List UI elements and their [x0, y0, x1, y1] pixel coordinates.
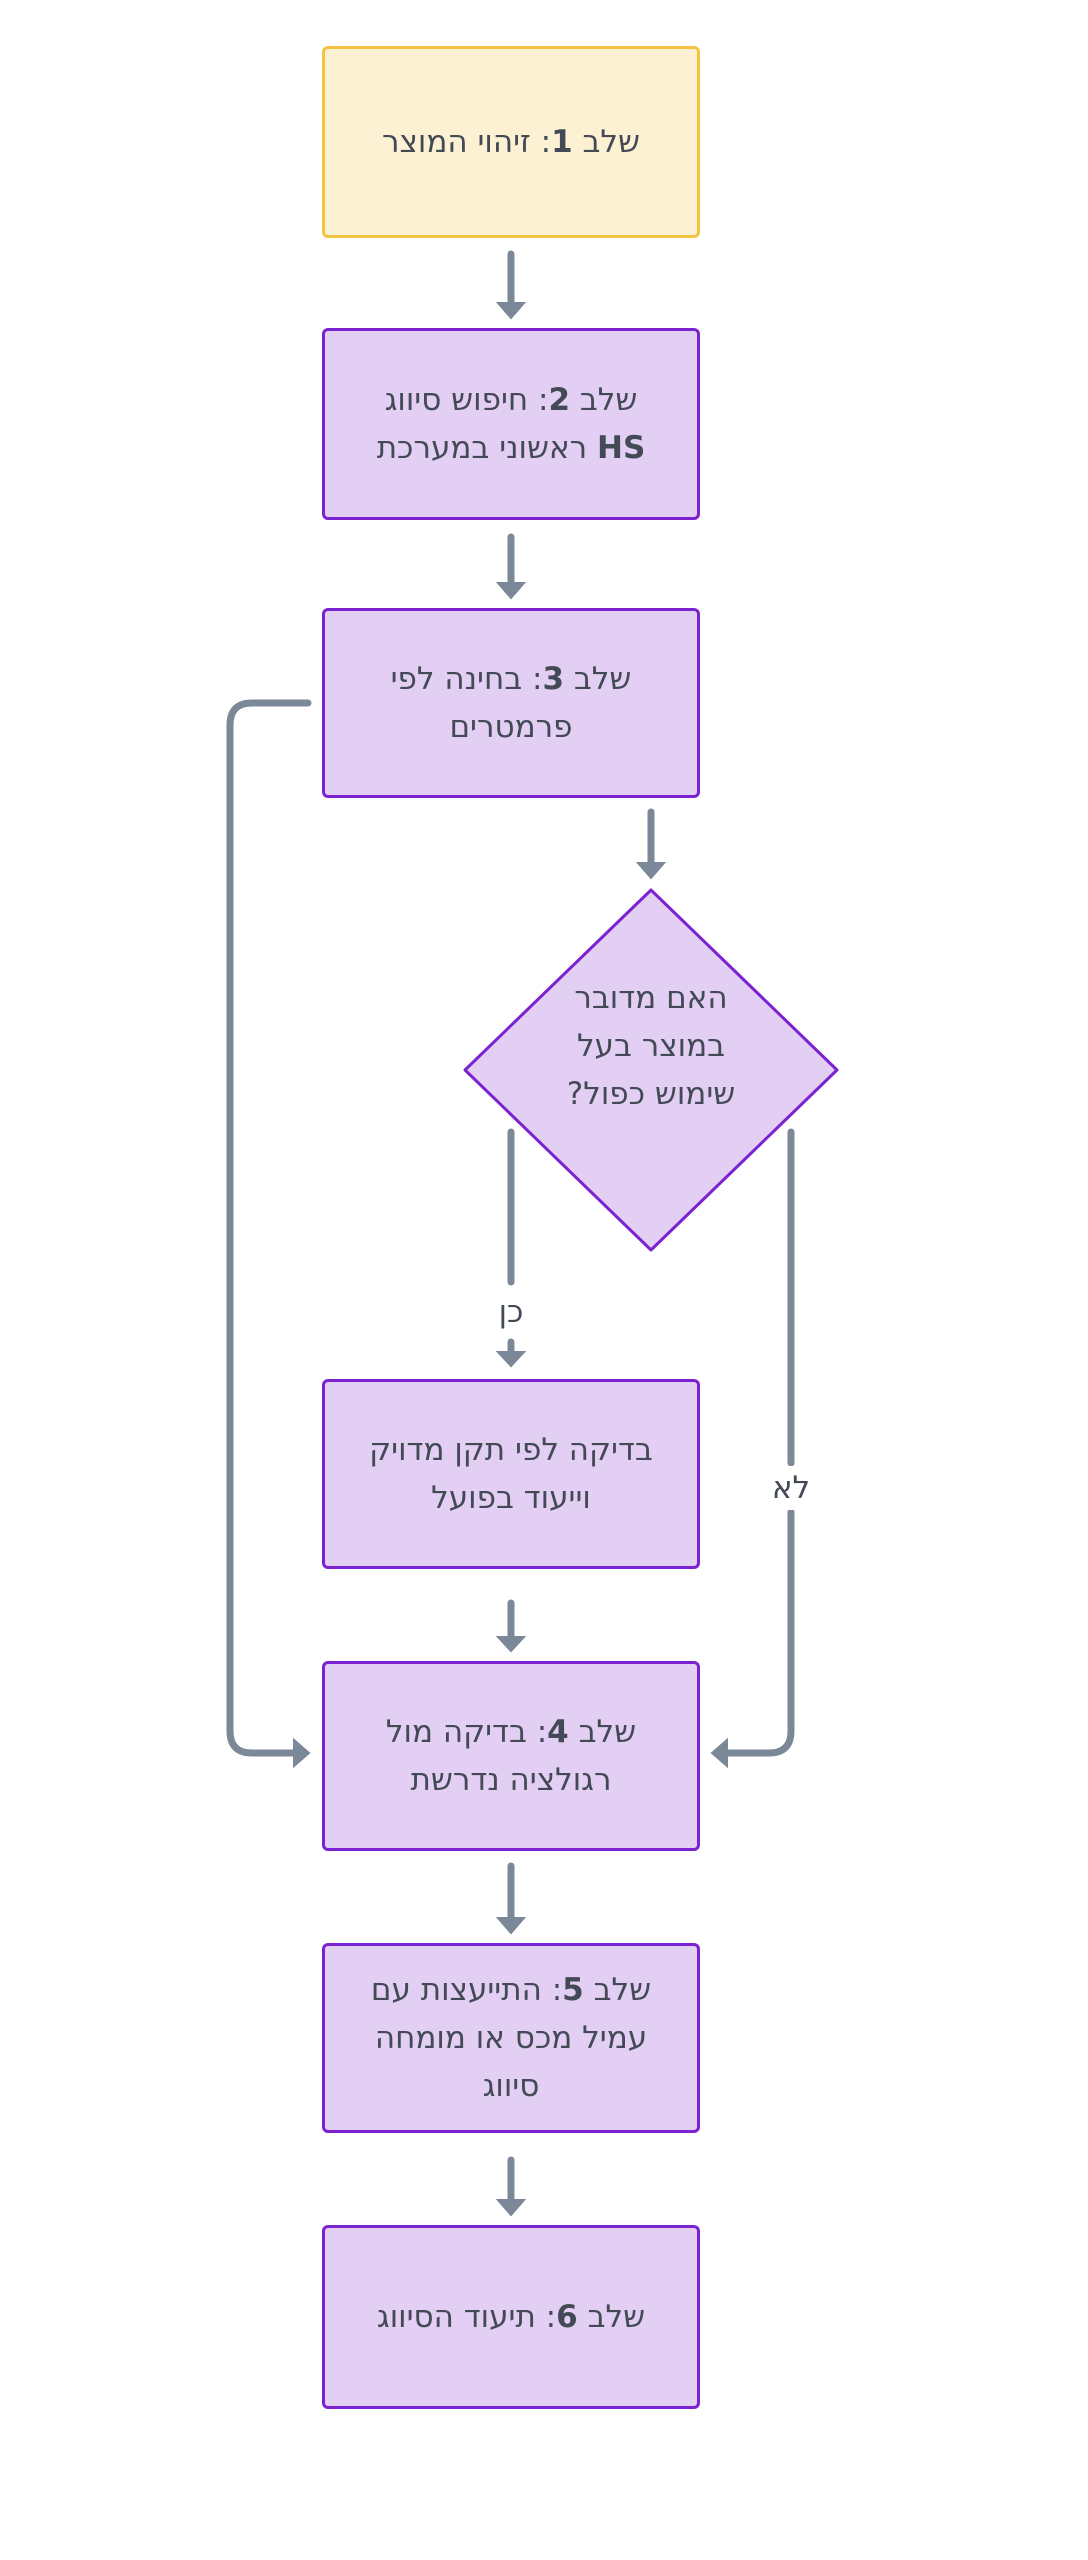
- node-step-4: שלב 4: בדיקה מול רגולציה נדרשת: [322, 1661, 700, 1851]
- arrowhead-s2-s3: [495, 582, 527, 600]
- node-step-3-text: שלב 3: בחינה לפי פרמטרים: [390, 661, 632, 745]
- decision-q1-text: האם מדובר במוצר בעל שימוש כפול?: [566, 980, 736, 1112]
- node-yes-check-text: בדיקה לפי תקן מדויק וייעוד בפועל: [369, 1432, 653, 1516]
- edge-label-yes: כן: [491, 1290, 531, 1334]
- arrowhead-y1-s4: [495, 1636, 527, 1653]
- node-step-1: שלב 1: זיהוי המוצר: [322, 46, 700, 238]
- arrowhead-q1-s4: [710, 1737, 728, 1769]
- node-step-6: שלב 6: תיעוד הסיווג: [322, 2225, 700, 2409]
- node-step-1-text: שלב 1: זיהוי המוצר: [381, 124, 641, 160]
- edge-q1-s4-lower: [721, 1508, 795, 1757]
- node-step-2: שלב 2: חיפוש סיווג HS ראשוני במערכת: [322, 328, 700, 520]
- node-step-2-text: שלב 2: חיפוש סיווג HS ראשוני במערכת: [376, 382, 646, 466]
- node-step-5: שלב 5: התייעצות עם עמיל מכס או מומחה סיו…: [322, 1943, 700, 2133]
- arrowhead-s1-s2: [495, 302, 527, 320]
- edge-s3-s4-loop: [226, 699, 312, 1757]
- arrowhead-s3-q1: [635, 862, 667, 880]
- arrowhead-s3-s4: [293, 1737, 311, 1769]
- node-step-5-text: שלב 5: התייעצות עם עמיל מכס או מומחה סיו…: [370, 1972, 652, 2104]
- node-step-6-text: שלב 6: תיעוד הסיווג: [376, 2299, 646, 2335]
- edge-label-no: לא: [766, 1466, 816, 1510]
- arrowhead-q1-y1: [495, 1351, 527, 1368]
- node-yes-check: בדיקה לפי תקן מדויק וייעוד בפועל: [322, 1379, 700, 1569]
- arrowhead-s4-s5: [495, 1917, 527, 1935]
- node-step-3: שלב 3: בחינה לפי פרמטרים: [322, 608, 700, 798]
- decision-diamond-q1: [463, 888, 839, 1252]
- arrowhead-s5-s6: [495, 2199, 527, 2217]
- node-step-4-text: שלב 4: בדיקה מול רגולציה נדרשת: [385, 1714, 637, 1798]
